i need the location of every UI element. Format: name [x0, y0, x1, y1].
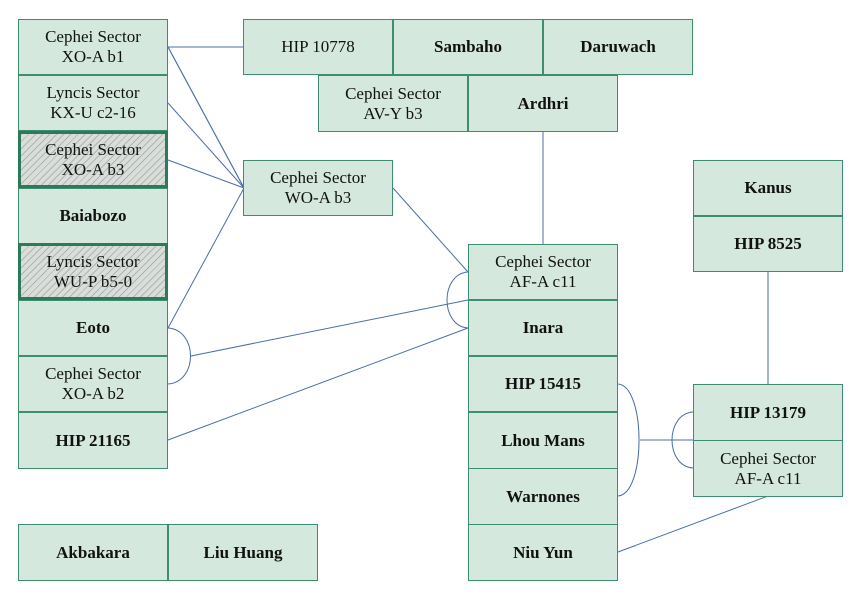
bracket-afa-inara: [446, 271, 469, 329]
node-sambaho[interactable]: Sambaho: [393, 19, 543, 75]
node-lyncis-kx-u[interactable]: Lyncis Sector KX-U c2-16: [18, 75, 168, 131]
node-cephei-av-y[interactable]: Cephei Sector AV-Y b3: [318, 75, 468, 132]
bracket-hip13179-afa: [671, 411, 694, 469]
node-lhou-mans[interactable]: Lhou Mans: [468, 412, 618, 469]
node-cephei-xo-a-b3[interactable]: Cephei Sector XO-A b3: [18, 131, 168, 188]
link-eoto-woa: [167, 187, 245, 329]
link-woa-afa: [392, 187, 469, 273]
node-hip-8525[interactable]: HIP 8525: [693, 216, 843, 272]
node-hip-13179[interactable]: HIP 13179: [693, 384, 843, 441]
bracket-eoto-b2: [167, 327, 191, 385]
node-hip-21165[interactable]: HIP 21165: [18, 412, 168, 469]
node-inara[interactable]: Inara: [468, 300, 618, 356]
node-liu-huang[interactable]: Liu Huang: [168, 524, 318, 581]
link-kxu-woa: [167, 102, 245, 189]
node-cephei-af-a-c11-right[interactable]: Cephei Sector AF-A c11: [693, 440, 843, 497]
node-cephei-xo-a-b2[interactable]: Cephei Sector XO-A b2: [18, 356, 168, 412]
link-xoa-b1-woa-2: [167, 46, 245, 189]
link-eoto-b2-afa: [190, 299, 469, 357]
node-eoto[interactable]: Eoto: [18, 300, 168, 356]
link-xoa-b3-woa: [167, 159, 245, 189]
link-niuyun-afa: [617, 495, 769, 553]
node-lyncis-wu-p[interactable]: Lyncis Sector WU-P b5-0: [18, 243, 168, 300]
node-akbakara[interactable]: Akbakara: [18, 524, 168, 581]
node-niu-yun[interactable]: Niu Yun: [468, 524, 618, 581]
node-daruwach[interactable]: Daruwach: [543, 19, 693, 75]
node-ardhri[interactable]: Ardhri: [468, 75, 618, 132]
node-cephei-wo-a[interactable]: Cephei Sector WO-A b3: [243, 160, 393, 216]
node-hip-10778[interactable]: HIP 10778: [243, 19, 393, 75]
link-hip21165-afa: [167, 327, 469, 441]
node-hip-15415[interactable]: HIP 15415: [468, 356, 618, 412]
node-warnones[interactable]: Warnones: [468, 468, 618, 525]
bracket-hip15415-warnones: [617, 383, 640, 497]
node-kanus[interactable]: Kanus: [693, 160, 843, 216]
node-cephei-af-a-c11[interactable]: Cephei Sector AF-A c11: [468, 244, 618, 300]
node-baiabozo[interactable]: Baiabozo: [18, 188, 168, 244]
node-cephei-xo-a-b1[interactable]: Cephei Sector XO-A b1: [18, 19, 168, 75]
